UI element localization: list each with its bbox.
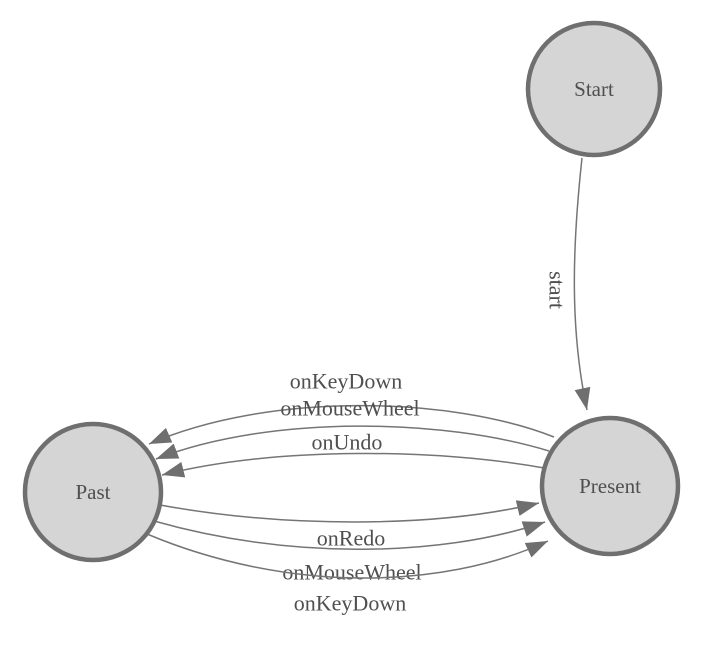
state-node-past[interactable]: Past: [22, 421, 164, 563]
node-circle-present: [539, 415, 681, 557]
node-label-past: Past: [75, 480, 110, 504]
edge-present-to-past-onkeydown: [148, 404, 555, 445]
node-circle-past: [22, 421, 164, 563]
edge-label-onredo: onRedo: [317, 526, 385, 551]
node-label-present: Present: [579, 474, 641, 498]
edge-label-onundo: onUndo: [312, 430, 383, 455]
edge-past-to-present-onmousewheel: [153, 520, 546, 550]
edge-start-to-present: [573, 157, 591, 411]
edge-label-onkeydown-bottom: onKeyDown: [294, 591, 406, 616]
node-label-start: Start: [574, 77, 614, 101]
state-node-present[interactable]: Present: [539, 415, 681, 557]
edge-past-to-present-onkeydown: [146, 533, 549, 579]
edge-label-onmousewheel-top: onMouseWheel: [280, 396, 419, 421]
state-node-start[interactable]: Start: [525, 20, 663, 158]
edge-label-onmousewheel-bottom: onMouseWheel: [282, 560, 421, 585]
edge-present-to-past-onundo: [161, 452, 545, 478]
edge-past-to-present-onredo: [159, 500, 540, 523]
edge-present-to-past-onmousewheel: [155, 425, 550, 460]
edge-label-onkeydown-top: onKeyDown: [290, 369, 402, 394]
node-circle-start: [525, 20, 663, 158]
edge-label-start: start: [545, 271, 570, 309]
